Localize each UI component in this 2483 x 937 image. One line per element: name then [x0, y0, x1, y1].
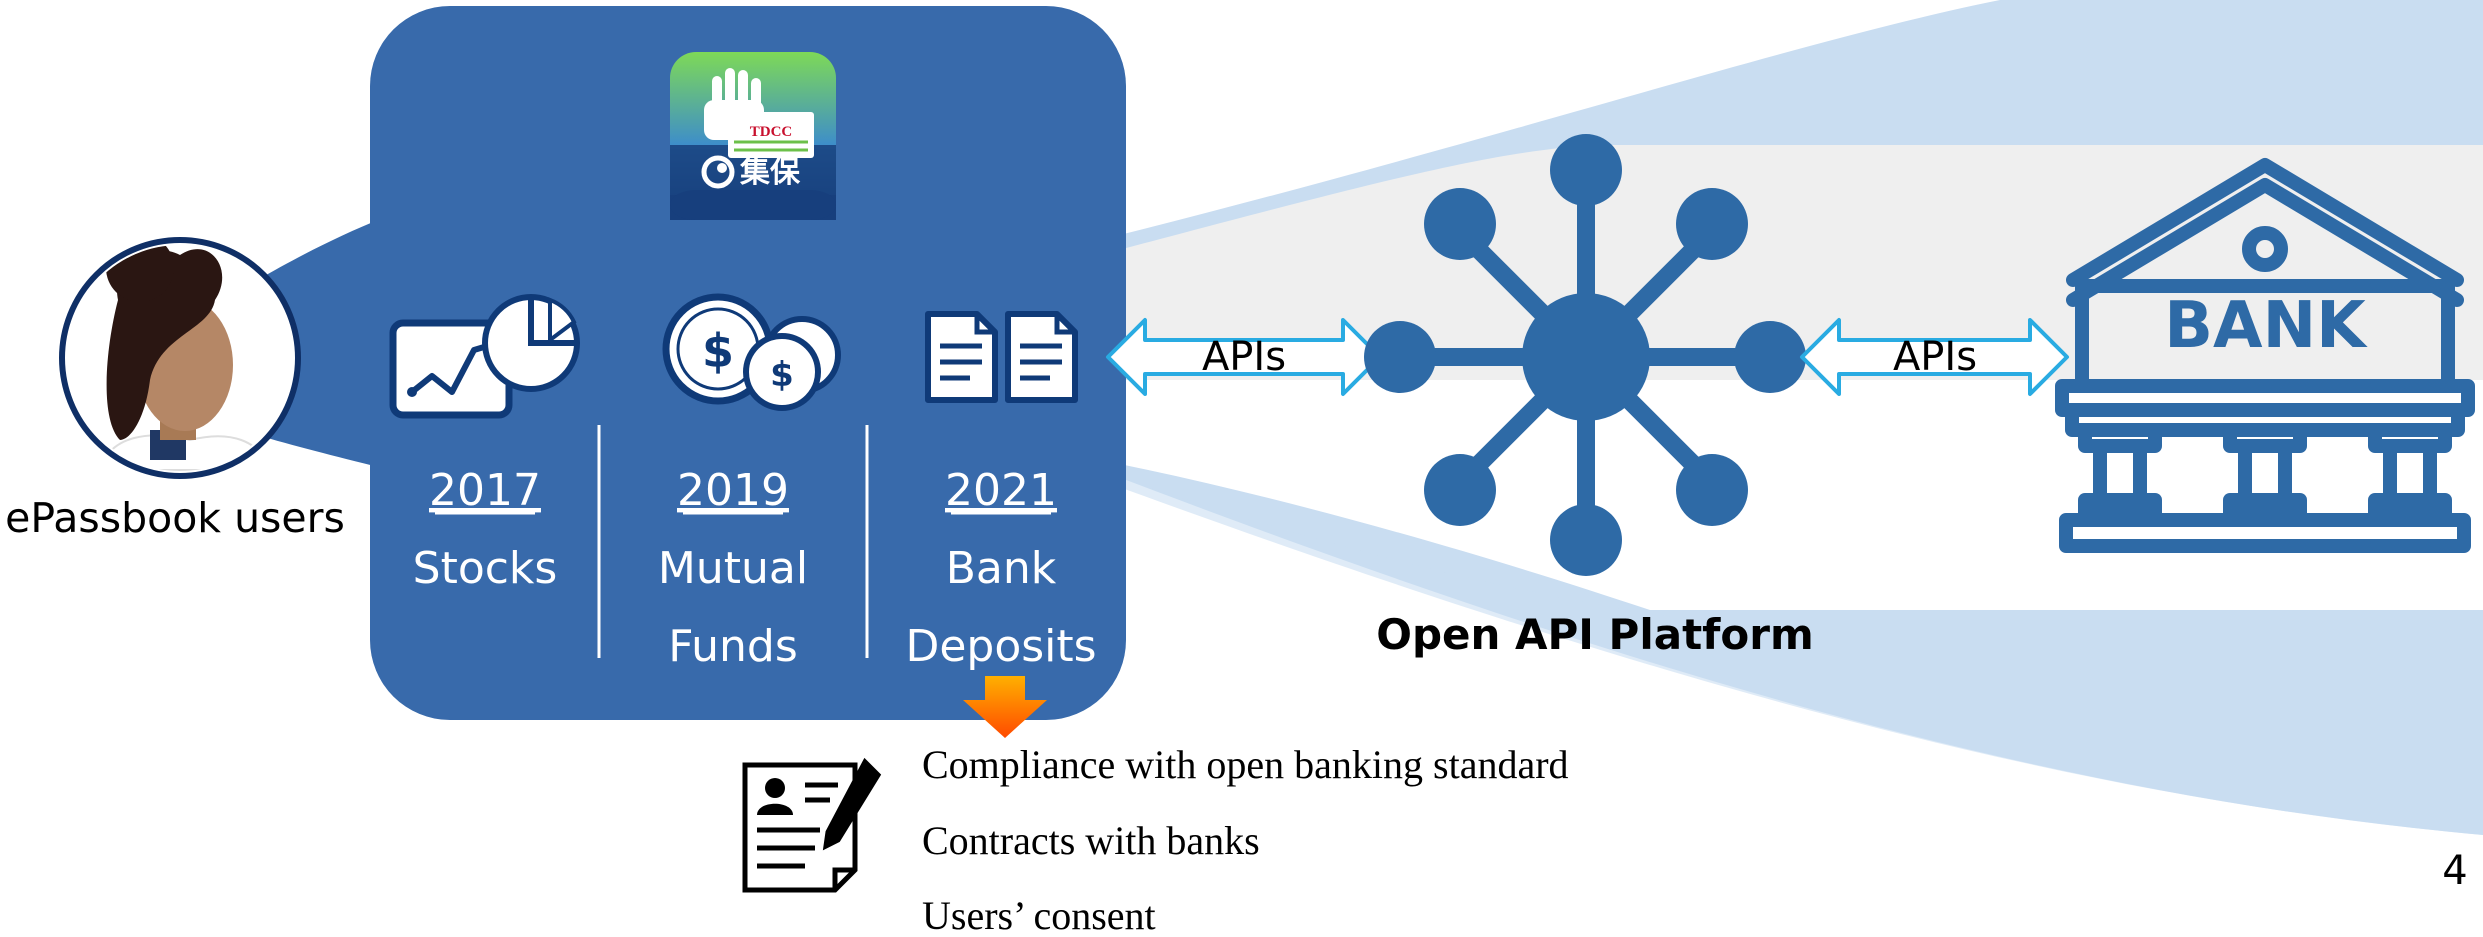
apis-connector-right: APIs	[1800, 318, 2069, 396]
service-name-line1: Mutual	[658, 543, 808, 594]
service-mutual-funds: 2019 Mutual Funds	[658, 465, 808, 672]
apis-connector-left: APIs	[1106, 318, 1382, 396]
user-label: ePassbook users	[5, 494, 345, 542]
bank-building-icon	[2055, 158, 2475, 553]
apis-label-right: APIs	[1893, 334, 1977, 380]
app-brand-text: TDCC	[750, 124, 793, 140]
service-year: 2021	[945, 465, 1057, 516]
platform-label: Open API Platform	[1376, 610, 1814, 659]
service-year: 2019	[677, 465, 789, 516]
requirement-item: Users’ consent	[922, 893, 1156, 937]
service-name-line2: Funds	[668, 621, 798, 672]
service-name-line1: Bank	[946, 543, 1057, 594]
service-bank-deposits: 2021 Bank Deposits	[905, 465, 1096, 672]
bank-sign-text: BANK	[2164, 289, 2368, 363]
svg-text:$: $	[702, 324, 734, 378]
page-number: 4	[2442, 848, 2467, 894]
service-name-line1: Stocks	[413, 543, 558, 594]
app-brand-native: 集保	[739, 155, 801, 190]
service-year: 2017	[429, 465, 541, 516]
funnel-band-lower-blue	[1100, 470, 2483, 835]
down-arrow-icon	[963, 676, 1047, 738]
stocks-chart-icon	[389, 319, 513, 419]
requirement-item: Contracts with banks	[922, 818, 1260, 863]
coins-icon: $ $	[662, 293, 841, 411]
certificate-icon: TDCC	[728, 112, 814, 158]
tdcc-app-tile[interactable]: TDCC 集保	[670, 52, 836, 220]
background-funnel	[1100, 0, 2483, 835]
apis-label-left: APIs	[1202, 334, 1286, 380]
user-avatar	[59, 237, 301, 479]
service-name-line2: Deposits	[905, 621, 1096, 672]
pie-chart-icon	[482, 294, 580, 392]
requirement-item: Compliance with open banking standard	[922, 742, 1569, 787]
open-api-hub-icon	[1364, 134, 1806, 576]
deposit-documents-icon	[925, 311, 1078, 403]
contract-signing-icon	[742, 757, 882, 893]
service-stocks: 2017 Stocks	[413, 465, 558, 594]
requirements-list: Compliance with open banking standard Co…	[922, 742, 1569, 937]
tdcc-logo-icon	[701, 155, 735, 189]
svg-text:$: $	[770, 355, 794, 395]
